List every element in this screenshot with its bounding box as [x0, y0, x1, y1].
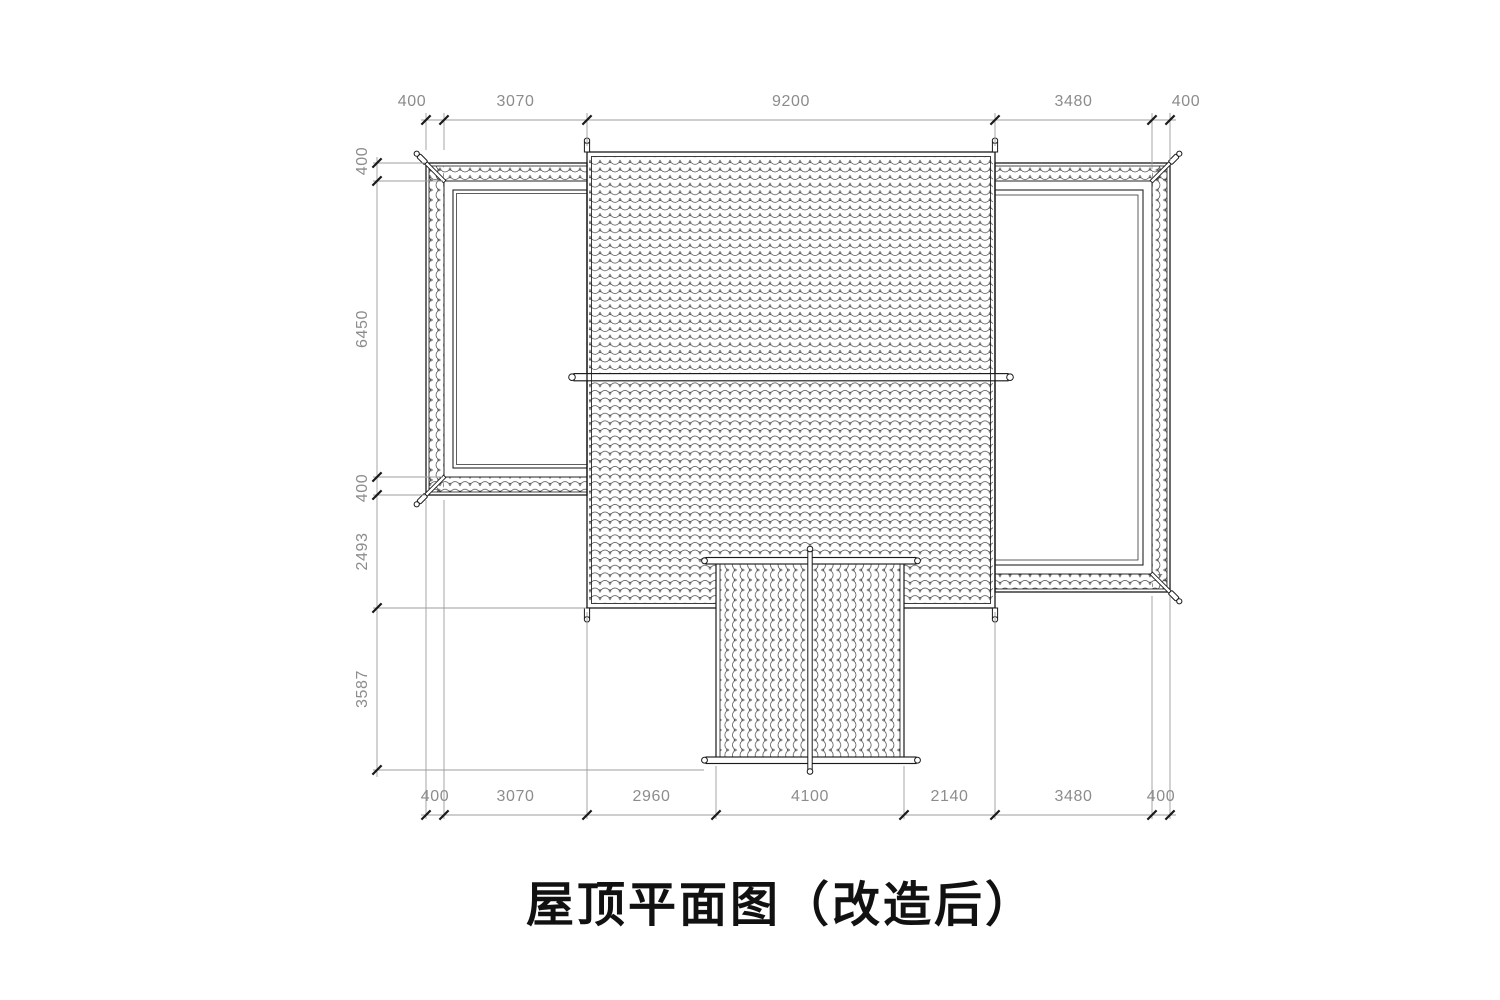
dimension-chain-left: 400 6450 400 2493 3587: [354, 147, 704, 777]
dim-label-bottom-1: 3070: [497, 788, 535, 805]
dim-label-bottom-6: 400: [1147, 788, 1176, 805]
dim-label-top-3: 3480: [1055, 93, 1093, 110]
main-roof-ridge-bar: [573, 373, 1009, 382]
porch-roof: [701, 545, 921, 775]
left-wing-south-tile-band: [429, 477, 587, 492]
bottom-extension-lines: [425, 500, 1171, 819]
dim-label-top-4: 400: [1172, 93, 1201, 110]
dim-label-bottom-5: 3480: [1055, 788, 1093, 805]
main-roof: [568, 137, 1014, 623]
dimension-chain-top: 400 3070 9200 3480 400: [398, 93, 1201, 169]
dim-label-bottom-4: 2140: [931, 788, 969, 805]
dimension-chain-bottom: 400 3070 2960 4100 2140 3480 400: [420, 500, 1176, 821]
dim-label-bottom-3: 4100: [791, 788, 829, 805]
left-wing-west-tile-band: [429, 166, 444, 492]
porch-north-bar-east-cap-icon: [914, 557, 921, 565]
porch-ridge-north-cap-icon: [806, 545, 814, 553]
right-wing-south-tile-band: [995, 574, 1167, 589]
porch-east-slope-tiles: [812, 562, 900, 758]
dim-label-top-2: 9200: [772, 93, 810, 110]
left-extension-lines: [373, 162, 704, 771]
porch-south-bar-east-cap-icon: [914, 756, 921, 764]
left-wing-north-tile-band: [429, 166, 587, 181]
dim-label-bottom-0: 400: [421, 788, 450, 805]
right-wing-roof: [994, 149, 1184, 606]
main-ridge-west-cap-icon: [568, 373, 576, 382]
drawing-title: 屋顶平面图（改造后）: [526, 879, 1036, 932]
main-ridge-east-cap-icon: [1006, 373, 1014, 382]
porch-north-bar-west-cap-icon: [701, 557, 708, 565]
dim-label-top-1: 3070: [497, 93, 535, 110]
dim-label-left-0: 400: [354, 147, 371, 176]
main-roof-north-slope-tiles: [589, 157, 993, 374]
dim-label-left-4: 3587: [354, 670, 371, 708]
porch-south-bar-west-cap-icon: [701, 756, 708, 764]
dim-label-left-3: 2493: [354, 533, 371, 571]
dim-label-top-0: 400: [398, 93, 427, 110]
right-wing-north-tile-band: [995, 166, 1167, 181]
porch-ridge-south-cap-icon: [806, 768, 814, 775]
right-wing-east-tile-band: [1152, 166, 1167, 589]
porch-west-slope-tiles: [720, 562, 808, 758]
dim-label-left-1: 6450: [354, 310, 371, 348]
dim-label-bottom-2: 2960: [633, 788, 671, 805]
porch-ridge-bar: [807, 550, 813, 771]
dim-label-left-2: 400: [354, 474, 371, 503]
